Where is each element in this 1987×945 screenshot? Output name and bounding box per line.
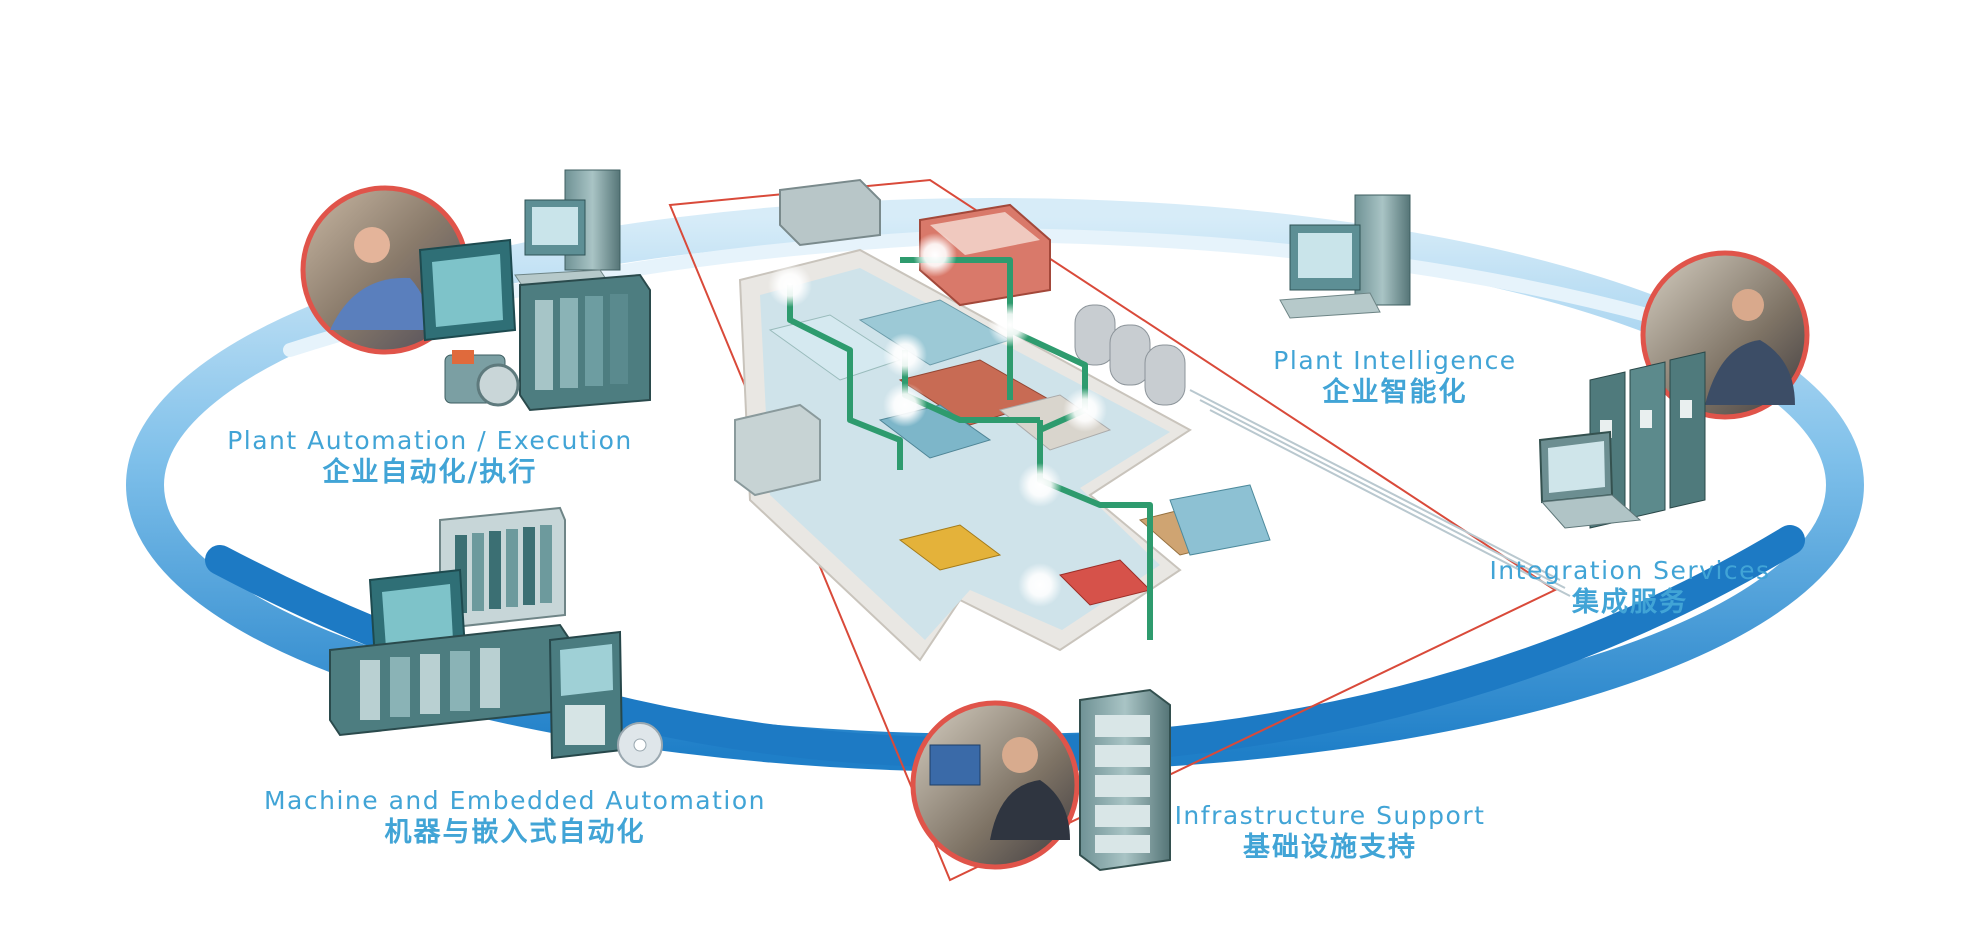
plc-rack-icon xyxy=(519,273,651,412)
label-zh: 机器与嵌入式自动化 xyxy=(384,817,646,849)
integration-cable xyxy=(1189,389,1571,597)
label-plant-intelligence: Plant Intelligence 企业智能化 xyxy=(1230,345,1560,410)
plc-rack-icon xyxy=(329,623,571,737)
cd-disc-icon xyxy=(617,722,663,768)
plc-rack-icon xyxy=(439,506,566,630)
integration-services-equipment xyxy=(1538,250,1810,529)
machine-embedded-equipment xyxy=(329,506,663,768)
label-zh: 基础设施支持 xyxy=(1243,832,1417,864)
plant-automation-equipment xyxy=(300,169,651,412)
label-machine-embedded: Machine and Embedded Automation 机器与嵌入式自动… xyxy=(255,785,775,850)
label-en: Plant Intelligence xyxy=(1273,346,1517,375)
label-infrastructure-support: Infrastructure Support 基础设施支持 xyxy=(1165,800,1495,865)
plant-intelligence-equipment xyxy=(1279,194,1411,319)
desktop-computer-icon xyxy=(1279,194,1411,319)
servo-motor-icon xyxy=(444,350,520,407)
touch-panel-icon xyxy=(548,630,624,760)
touch-panel-icon xyxy=(418,238,517,342)
binders-icon xyxy=(1589,351,1706,529)
factory-floor-illustration xyxy=(734,178,1271,662)
server-rack-icon xyxy=(1079,688,1171,872)
label-zh: 企业自动化/执行 xyxy=(322,457,538,489)
infrastructure-equipment xyxy=(910,688,1171,872)
label-en: Integration Services xyxy=(1489,556,1771,585)
label-en: Plant Automation / Execution xyxy=(227,426,633,455)
label-integration-services: Integration Services 集成服务 xyxy=(1465,555,1795,620)
label-zh: 企业智能化 xyxy=(1322,377,1468,409)
label-plant-automation: Plant Automation / Execution 企业自动化/执行 xyxy=(200,425,660,490)
laptop-icon xyxy=(1538,430,1642,529)
label-en: Infrastructure Support xyxy=(1174,801,1486,830)
label-zh: 集成服务 xyxy=(1572,587,1688,619)
network-node xyxy=(768,233,1107,607)
label-en: Machine and Embedded Automation xyxy=(263,786,767,815)
